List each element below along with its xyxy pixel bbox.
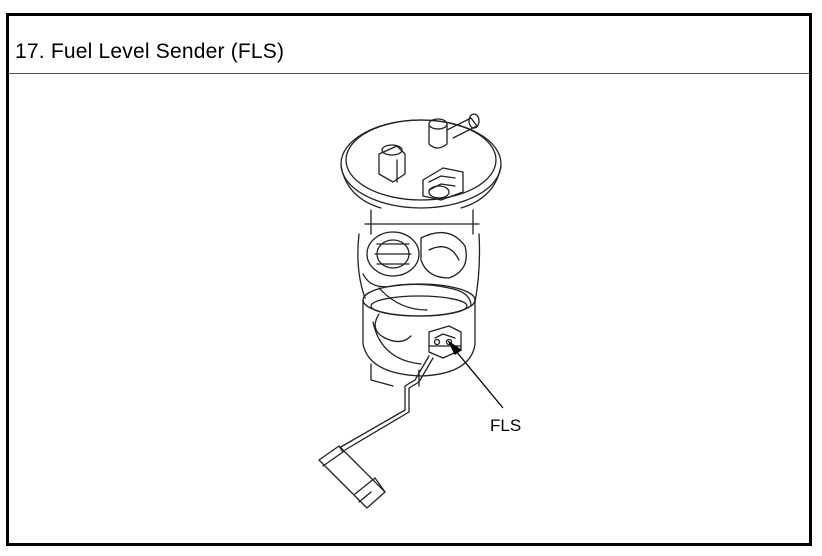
fls-callout-label: FLS: [490, 416, 522, 435]
section-header: 17. Fuel Level Sender (FLS): [9, 16, 809, 74]
fls-callout-arrow: [447, 340, 504, 409]
section-frame: 17. Fuel Level Sender (FLS): [6, 13, 812, 546]
section-title: 17. Fuel Level Sender (FLS): [15, 40, 285, 63]
fuel-pump-figure: FLS: [9, 74, 809, 543]
fuel-pump-illustration: [318, 113, 504, 509]
fuel-pump-assembly-drawing: [318, 113, 502, 509]
